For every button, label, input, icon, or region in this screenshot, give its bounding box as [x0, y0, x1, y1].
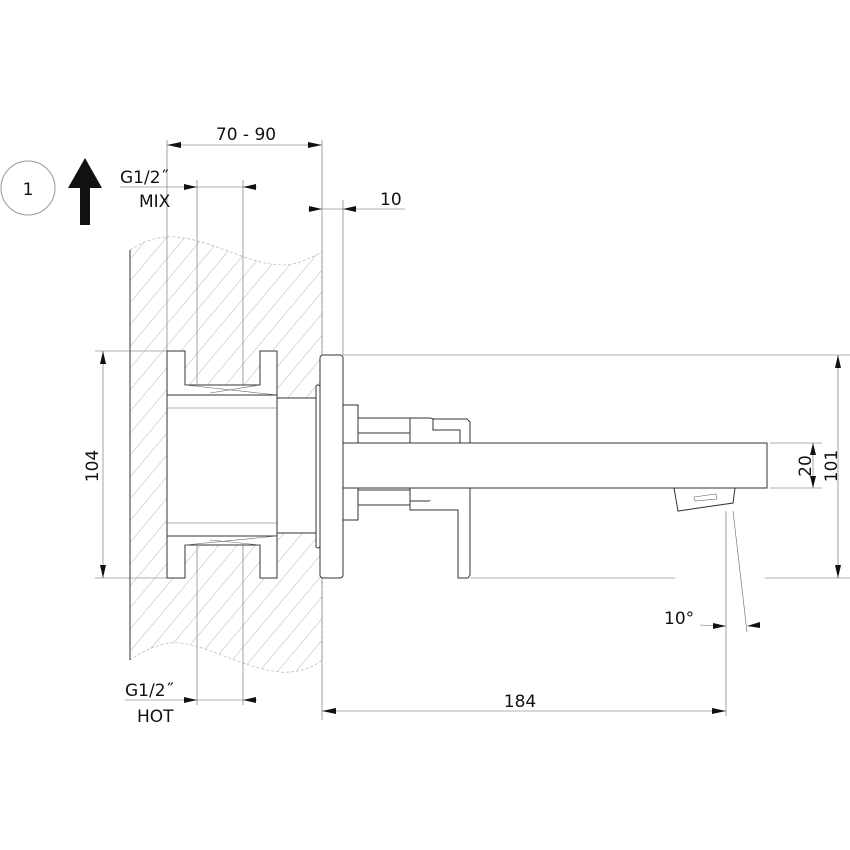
svg-text:10: 10 [380, 190, 402, 210]
dimension-mix-inlet: G1/2˝ MIX [120, 168, 257, 212]
dimension-wall-depth: 70 - 90 [167, 125, 322, 148]
dimension-overall-height: 101 [343, 354, 850, 579]
valve-body [166, 350, 319, 579]
dimension-aerator-angle: 10° [664, 510, 760, 716]
svg-text:G1/2˝: G1/2˝ [120, 168, 169, 188]
svg-text:HOT: HOT [137, 707, 174, 727]
svg-text:101: 101 [822, 450, 842, 482]
view-number-badge: 1 [0, 160, 56, 216]
dimension-plate-thickness: 10 [308, 190, 405, 212]
view-number: 1 [23, 180, 34, 200]
svg-text:104: 104 [83, 450, 103, 482]
dimension-body-height: 104 [83, 350, 167, 579]
spout [342, 442, 768, 512]
up-arrow-icon [68, 158, 102, 225]
svg-text:MIX: MIX [139, 192, 171, 212]
mixer-handle [342, 404, 471, 579]
dimension-spout-projection: 184 [322, 692, 726, 714]
wall-plate [315, 354, 344, 579]
dimension-hot-inlet: G1/2˝ HOT [125, 681, 257, 727]
dimension-spout-height: 20 [770, 442, 822, 489]
svg-text:70 - 90: 70 - 90 [216, 125, 276, 145]
svg-text:10°: 10° [664, 609, 694, 629]
svg-text:184: 184 [504, 692, 536, 712]
svg-text:G1/2˝: G1/2˝ [125, 681, 174, 701]
svg-text:20: 20 [796, 455, 816, 477]
